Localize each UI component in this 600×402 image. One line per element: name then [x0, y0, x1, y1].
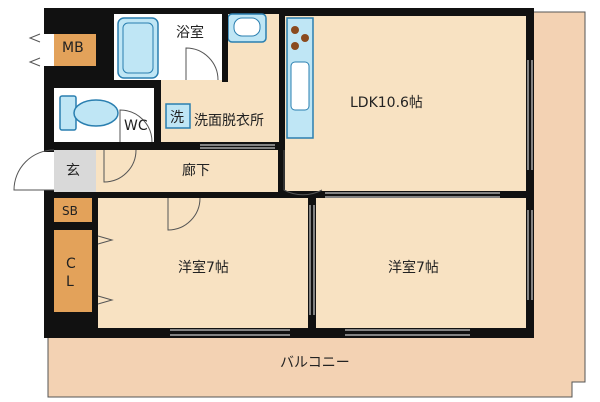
wc-door: [119, 109, 153, 143]
entrance-label: 玄: [66, 163, 80, 179]
cl-label-top: C: [66, 256, 76, 272]
hall-door: [103, 149, 137, 183]
mb-opening: [40, 34, 54, 66]
wall: [526, 8, 534, 338]
bathtub: [117, 17, 159, 79]
cl-label-bottom: L: [66, 274, 74, 290]
window: [170, 60, 533, 336]
wall: [154, 82, 160, 150]
stove-burner: [291, 26, 299, 34]
washer-mark: 洗: [170, 110, 184, 126]
stove-burner: [301, 34, 309, 42]
wall: [54, 222, 92, 230]
dressing-label: 洗面脱衣所: [194, 113, 264, 129]
entrance-opening: [40, 152, 54, 190]
stove-burner: [291, 42, 299, 50]
western1-floor: [98, 198, 308, 328]
ldk-floor: [285, 16, 526, 191]
entrance-door: [13, 149, 55, 191]
western1-label: 洋室7帖: [178, 260, 229, 276]
western2-label: 洋室7帖: [388, 260, 439, 276]
kitchen-sink: [290, 61, 310, 111]
bath-door: [185, 47, 219, 81]
western1-door: [167, 197, 201, 231]
bath-label: 浴室: [176, 25, 204, 41]
wc-label: WC: [124, 118, 148, 134]
ldk-label: LDK10.6帖: [350, 95, 423, 111]
wall: [44, 328, 534, 338]
wall: [108, 8, 114, 82]
wall: [54, 143, 284, 149]
balcony-label: バルコニー: [280, 355, 350, 371]
wall: [308, 192, 316, 332]
cl-floor: [54, 230, 92, 312]
mb-door: [28, 33, 41, 67]
closet-door: [97, 235, 114, 305]
washer-pad: [165, 103, 191, 129]
bathtub-inner: [122, 22, 154, 74]
hallway-floor: [95, 150, 278, 192]
entrance-floor: [54, 150, 96, 192]
wall: [54, 82, 160, 88]
wall: [279, 8, 285, 150]
toilet-bowl: [73, 99, 119, 127]
hallway-label: 廊下: [182, 163, 210, 179]
mb-label: MB: [62, 40, 84, 56]
sb-floor: [54, 198, 92, 222]
mb-floor: [54, 34, 96, 66]
wall: [92, 198, 98, 332]
washbasin-bowl: [233, 17, 261, 37]
sb-label: SB: [62, 204, 78, 218]
wall: [222, 8, 228, 82]
western2-floor: [316, 198, 526, 328]
ldk-door: [283, 150, 323, 196]
